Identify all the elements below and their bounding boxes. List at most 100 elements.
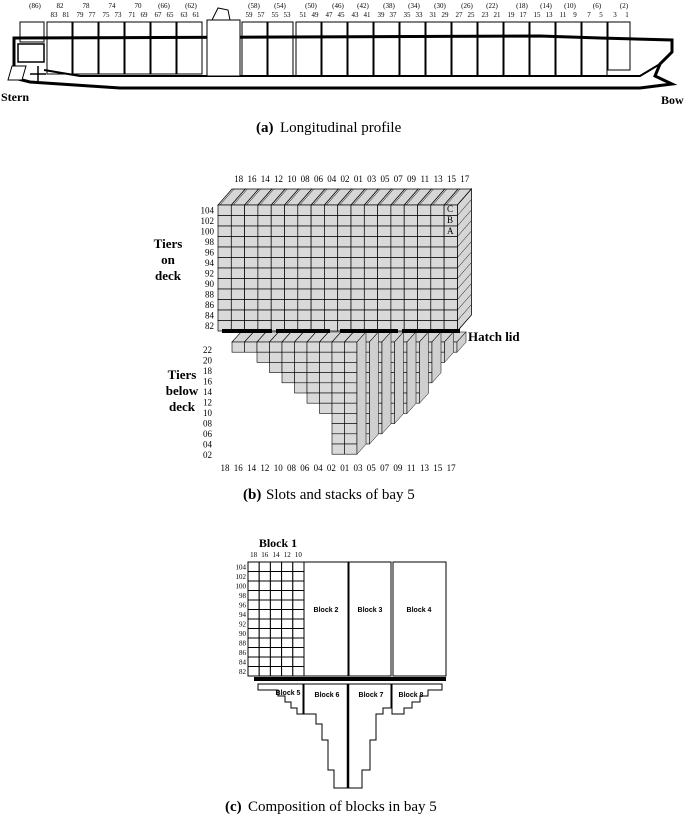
deck-slot bbox=[310, 257, 325, 269]
bay-sub-label: 13 bbox=[546, 11, 554, 19]
deck-slot bbox=[377, 204, 392, 216]
deck-slot bbox=[350, 278, 365, 290]
block1-slot bbox=[269, 647, 283, 658]
row-label-top: 13 bbox=[434, 174, 444, 184]
deck-slot bbox=[244, 215, 259, 227]
below-deck-slot bbox=[269, 351, 283, 363]
below-deck-slot bbox=[281, 341, 295, 353]
below-side-face bbox=[406, 331, 417, 415]
deck-slot bbox=[417, 299, 432, 311]
deck-stack-tops bbox=[217, 188, 473, 206]
row-label-bottom: 08 bbox=[287, 463, 297, 473]
stack-top-stripe bbox=[286, 188, 301, 206]
block1-slot bbox=[292, 618, 305, 629]
deck-stack-side bbox=[456, 187, 472, 333]
deck-slot bbox=[403, 288, 418, 300]
deck-slot bbox=[377, 278, 392, 290]
row-label-bottom: 11 bbox=[407, 463, 416, 473]
block1-tier-label: 98 bbox=[239, 592, 247, 600]
row-label-bottom: 03 bbox=[354, 463, 364, 473]
block1-slot bbox=[247, 609, 260, 620]
hull-inner-line bbox=[43, 63, 661, 77]
below-deck-slot bbox=[294, 382, 308, 394]
deck-slot bbox=[310, 246, 325, 258]
deck-slot bbox=[443, 236, 458, 248]
row-label-bottom: 17 bbox=[447, 463, 457, 473]
bay-top-label: 82 bbox=[57, 2, 65, 10]
propeller-icon bbox=[30, 66, 46, 82]
stern-label: Stern bbox=[1, 90, 29, 104]
deck-slot bbox=[244, 204, 259, 216]
block1-slot bbox=[258, 599, 271, 610]
below-deck-slot bbox=[269, 341, 283, 353]
deck-slot bbox=[363, 215, 378, 227]
block1-slot bbox=[258, 666, 271, 677]
below-deck-slot bbox=[256, 351, 270, 363]
bay-sub-label: 1 bbox=[625, 11, 629, 19]
deck-slot bbox=[417, 278, 432, 290]
block1-tier-label: 90 bbox=[239, 630, 247, 638]
stack-top-stripe bbox=[392, 188, 408, 206]
deck-slot bbox=[257, 299, 272, 311]
deck-slot bbox=[430, 278, 445, 290]
block1-row-label: 12 bbox=[284, 551, 292, 559]
deck-slot bbox=[417, 225, 432, 237]
deck-slot bbox=[284, 215, 299, 227]
tier-label-below: 02 bbox=[203, 450, 212, 460]
bay-box bbox=[529, 21, 556, 77]
deck-slot bbox=[403, 309, 418, 321]
row-label-bottom: 12 bbox=[260, 463, 269, 473]
deck-slot bbox=[390, 246, 405, 258]
bay-sub-label: 41 bbox=[364, 11, 372, 19]
deck-slot bbox=[310, 267, 325, 279]
block1-slot bbox=[292, 580, 305, 591]
below-deck-slot bbox=[331, 413, 345, 424]
bay-sub-label: 83 bbox=[51, 11, 59, 19]
deck-slot bbox=[257, 278, 272, 290]
block-1-title: Block 1 bbox=[259, 536, 297, 550]
bay-box bbox=[46, 21, 73, 75]
side-tier-line bbox=[457, 283, 472, 300]
deck-slot bbox=[403, 278, 418, 290]
block1-slot bbox=[258, 580, 271, 591]
deck-slot bbox=[217, 204, 232, 216]
deck-slot bbox=[417, 215, 432, 227]
deck-slot bbox=[230, 278, 245, 290]
stack-top-stripe bbox=[299, 188, 314, 206]
deck-slot bbox=[350, 267, 365, 279]
deck-slot bbox=[350, 246, 365, 258]
bay-sub-label: 79 bbox=[77, 11, 85, 19]
deck-slot bbox=[417, 236, 432, 248]
bay-sub-label: 31 bbox=[430, 11, 438, 19]
block-3-label: Block 3 bbox=[358, 607, 383, 614]
block1-slot bbox=[269, 628, 283, 639]
row-label-bottom: 05 bbox=[367, 463, 377, 473]
stack-top-stripe bbox=[379, 188, 394, 206]
below-deck-outline bbox=[257, 683, 304, 715]
below-deck-slot bbox=[294, 341, 308, 353]
bay-sub-label: 61 bbox=[193, 11, 201, 19]
tier-label-below: 22 bbox=[203, 345, 212, 355]
deck-slot bbox=[270, 204, 285, 216]
below-deck-slot bbox=[281, 362, 295, 373]
block1-slot bbox=[247, 599, 260, 610]
deck-slot bbox=[350, 204, 365, 216]
bay-box bbox=[477, 21, 504, 77]
deck-slot bbox=[403, 267, 418, 279]
row-label-top: 15 bbox=[447, 174, 457, 184]
deck-slot bbox=[270, 288, 285, 300]
tier-label-deck: 90 bbox=[205, 279, 215, 289]
tier-label-deck: 98 bbox=[205, 237, 215, 247]
tier-label-deck: 94 bbox=[205, 258, 215, 268]
deck-slot bbox=[403, 299, 418, 311]
block1-slot bbox=[281, 628, 294, 639]
deck-slot bbox=[324, 236, 339, 248]
block-2-label: Block 2 bbox=[314, 607, 339, 614]
deck-slot bbox=[230, 246, 245, 258]
row-label-bottom: 04 bbox=[314, 463, 324, 473]
below-deck-slot bbox=[306, 382, 320, 394]
